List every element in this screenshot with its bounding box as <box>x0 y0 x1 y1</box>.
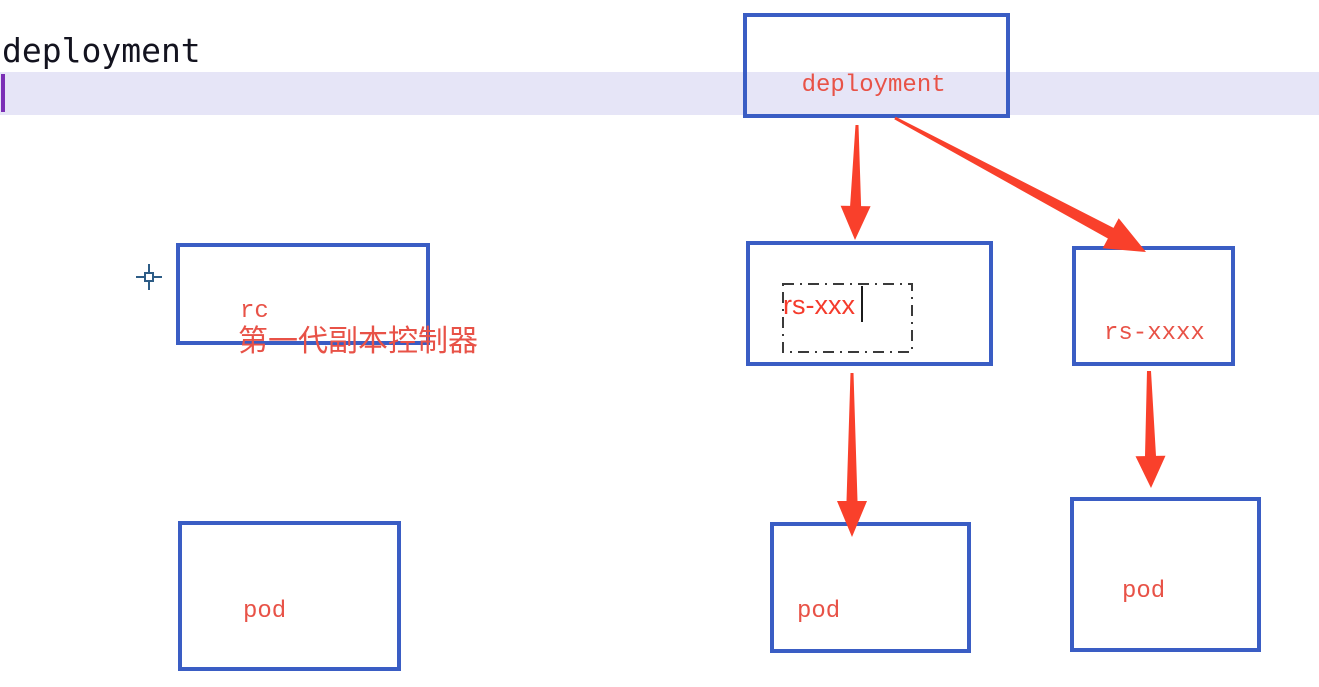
editor-text-caret <box>1 74 5 112</box>
arrow-rs-xxxx-to-pod[interactable] <box>1135 371 1166 488</box>
arrow-deployment-to-rs-xxx[interactable] <box>840 125 871 240</box>
rs-xxxx-box[interactable]: rs-xxxx <box>1072 246 1235 366</box>
crosshair-cursor-icon <box>136 264 162 290</box>
pod-box-right[interactable]: pod <box>1070 497 1261 652</box>
deployment-box-label: deployment <box>801 72 946 99</box>
pod-box-middle-label: pod <box>797 598 841 625</box>
pod-box-left-label: pod <box>243 598 287 625</box>
arrow-rs-xxx-to-pod[interactable] <box>837 373 867 537</box>
pod-box-middle[interactable]: pod <box>770 522 971 653</box>
deployment-box[interactable]: deployment <box>743 13 1010 118</box>
rc-box[interactable]: rc 第一代副本控制器 <box>176 243 478 361</box>
text-edit-dashed-border <box>782 283 913 353</box>
text-edit-caret <box>861 286 863 322</box>
arrow-deployment-to-rs-xxxx[interactable] <box>894 116 1146 252</box>
text-edit-box[interactable]: rs-xxx <box>782 283 913 353</box>
selection-band <box>0 72 1319 115</box>
rc-box-sublabel: 第一代副本控制器 <box>238 327 478 361</box>
pod-box-left[interactable]: pod <box>178 521 401 671</box>
text-edit-value[interactable]: rs-xxx <box>783 290 855 320</box>
pod-box-right-label: pod <box>1122 578 1166 605</box>
rs-xxx-box[interactable] <box>746 241 993 366</box>
rc-box-label: rc <box>240 298 269 325</box>
rs-xxxx-box-label: rs-xxxx <box>1104 320 1205 347</box>
editor-title-text: deployment <box>2 31 201 70</box>
